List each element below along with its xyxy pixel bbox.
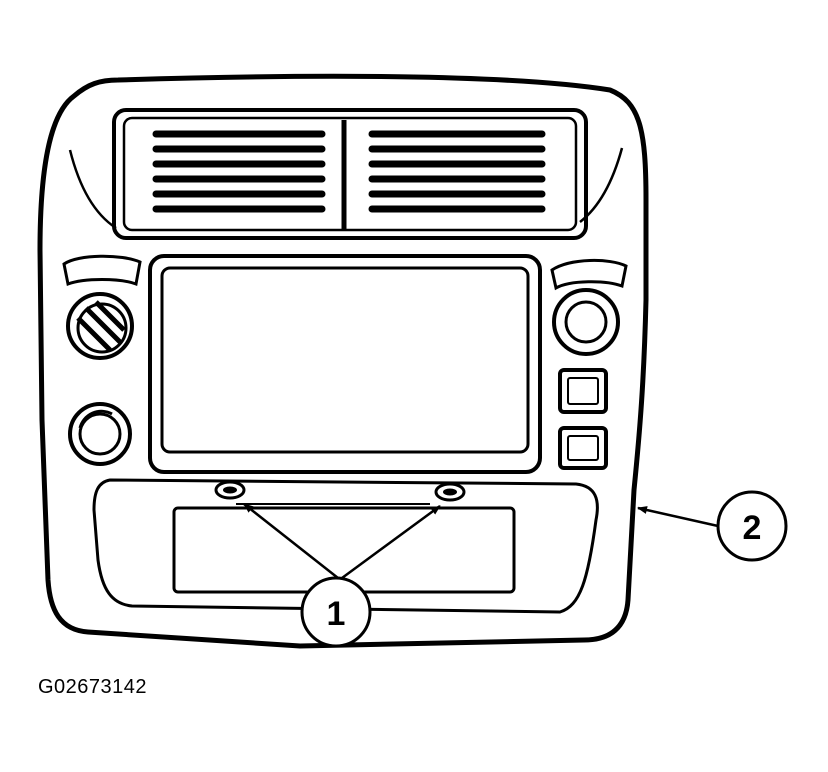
left-indicator-cap — [62, 254, 142, 287]
right-indicator-cap — [550, 258, 628, 291]
bezel-outline — [37, 73, 649, 649]
callout-2: 2 — [716, 490, 788, 562]
left-screw — [214, 480, 246, 500]
vent-frame-inner — [122, 116, 578, 232]
radio-opening-inner — [160, 266, 530, 454]
right-upper-button — [558, 368, 608, 414]
right-vent-louvers — [368, 130, 546, 213]
right-screw — [434, 482, 466, 502]
left-lower-knob — [68, 402, 132, 466]
callout-1: 1 — [300, 576, 372, 648]
callout-1-arrow-left — [243, 503, 339, 579]
figure-id: G02673142 — [38, 676, 148, 698]
radio-opening-outer — [148, 254, 542, 474]
right-lower-button — [558, 426, 608, 470]
vent-housing — [112, 108, 588, 240]
bezel-inner-contour-left — [68, 149, 117, 230]
left-vent-louvers — [152, 130, 326, 213]
callout-1-arrow-right — [341, 504, 441, 580]
lower-pocket-outline — [92, 478, 599, 614]
callout-2-arrow — [637, 506, 719, 528]
right-knob — [552, 288, 620, 356]
callout-2-label: 2 — [743, 509, 762, 547]
left-upper-knob — [66, 292, 134, 360]
callout-1-label: 1 — [327, 595, 346, 633]
